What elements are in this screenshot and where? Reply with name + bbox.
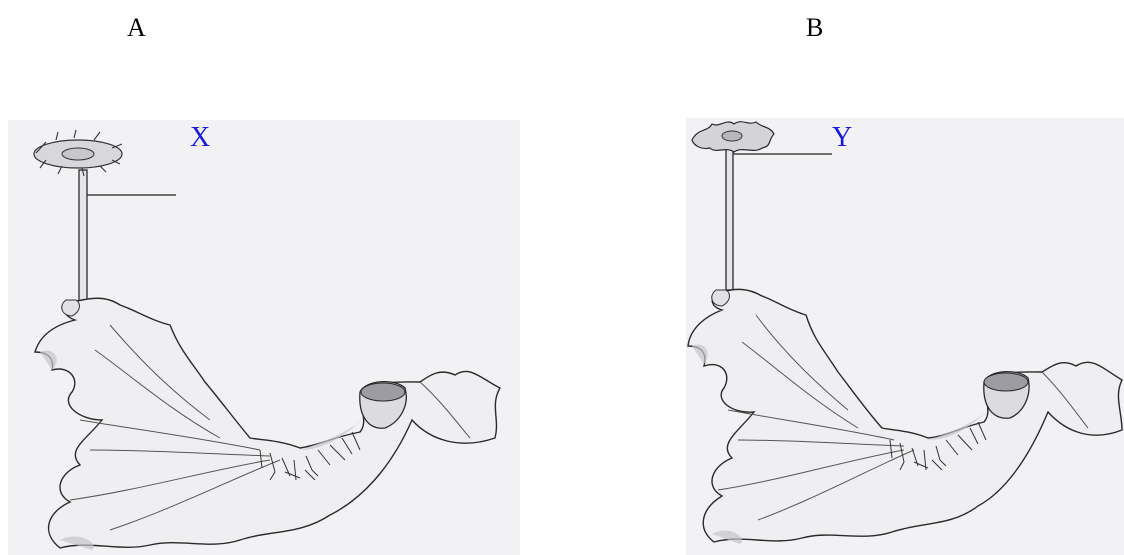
cup-opening bbox=[984, 373, 1028, 391]
stalk bbox=[726, 140, 733, 290]
cup-opening bbox=[361, 383, 405, 401]
plant-b-illustration bbox=[682, 110, 1124, 555]
receptacle-center bbox=[722, 131, 742, 141]
stalk bbox=[79, 170, 87, 302]
panel-a-letter: A bbox=[127, 15, 146, 41]
plant-a-illustration bbox=[0, 120, 520, 555]
label-x: X bbox=[190, 124, 210, 152]
label-y: Y bbox=[832, 124, 852, 152]
panel-b-letter: B bbox=[806, 15, 823, 41]
